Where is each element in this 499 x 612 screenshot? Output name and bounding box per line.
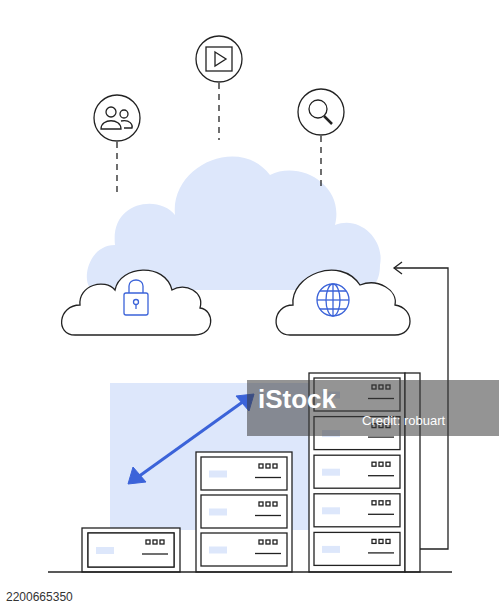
image-id: 2200665350: [6, 590, 73, 604]
watermark-credit: Credit: robuart: [362, 413, 445, 428]
watermark-logo: iStock: [258, 384, 336, 415]
